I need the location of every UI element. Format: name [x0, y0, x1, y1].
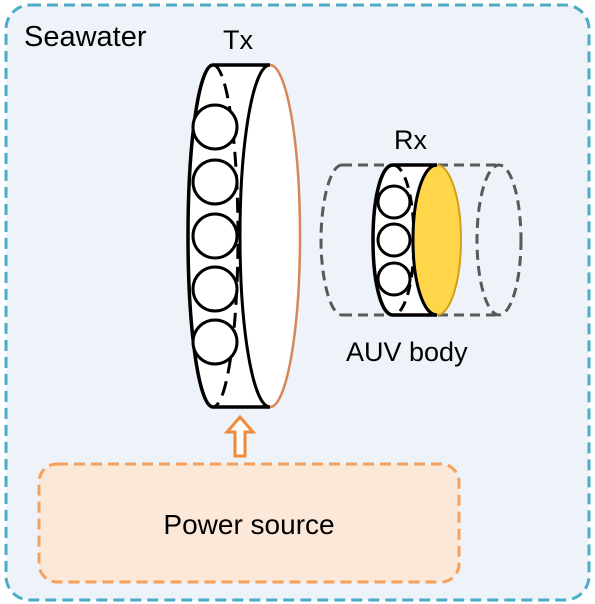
rx-back-face [371, 163, 394, 317]
rx-winding-turn [376, 261, 412, 297]
tx-winding-turn [191, 265, 239, 313]
rx-winding-turn [376, 184, 412, 220]
auv-body [319, 163, 523, 317]
rx-coil [371, 163, 462, 317]
up-arrow-icon [223, 414, 257, 458]
rx-label: Rx [394, 125, 427, 155]
tx-back-face-hidden [212, 63, 240, 409]
power-source-label: Power source [163, 509, 334, 540]
tx-winding-turn [191, 103, 239, 151]
power-source-box [37, 462, 461, 584]
rx-winding-turn [376, 222, 412, 258]
tx-coil [186, 63, 302, 409]
tx-winding-turn [191, 318, 239, 366]
auv-body-left-end [319, 163, 343, 317]
tx-winding-turn [191, 158, 239, 206]
tx-front-face-outline [238, 63, 271, 409]
rx-front-face-outline [411, 163, 438, 317]
seawater-label: Seawater [24, 21, 147, 53]
tx-winding-turn [191, 212, 239, 260]
auv-body-right-end [475, 163, 523, 317]
tx-label: Tx [223, 25, 253, 55]
auv-body-label: AUV body [346, 337, 468, 367]
tx-back-face [186, 63, 214, 409]
